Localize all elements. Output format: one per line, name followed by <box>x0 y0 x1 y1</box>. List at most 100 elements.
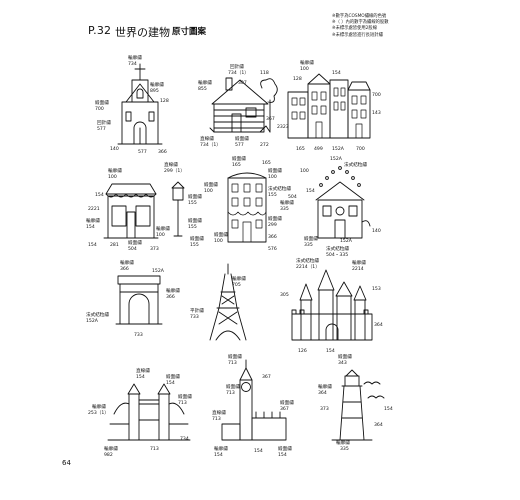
stitch-label: 364 <box>318 390 327 396</box>
stitch-label: 367 <box>262 374 271 380</box>
stitch-label: 153 <box>372 286 381 292</box>
stitch-label: 直線繡 <box>164 161 178 168</box>
stitch-label: 154 <box>332 70 341 76</box>
stitch-label: 281 <box>110 242 119 248</box>
legend-line: ※未標示處皆進行長短針繡 <box>332 32 383 38</box>
stitch-label: 輪廓繡 <box>300 59 314 66</box>
stitch-label: 504・335 <box>326 252 348 258</box>
stitch-label: 100 <box>108 174 117 180</box>
stitch-label: 152A <box>152 268 165 274</box>
legend-line: ※未標示處皆使用2股線 <box>332 26 378 32</box>
stitch-label: 法式結粒繡 <box>268 185 291 192</box>
stitch-label: 輪廓繡 <box>104 445 118 452</box>
stitch-label: 100 <box>156 232 165 238</box>
stitch-label: 713 <box>178 400 187 406</box>
church-pattern <box>117 63 163 145</box>
stitch-label: 輪廓繡 <box>198 79 212 86</box>
legend-line: ※（ ）內的數字為繡線的股數 <box>332 20 389 26</box>
stitch-label: 100 <box>268 174 277 180</box>
hotel-pattern <box>227 172 267 243</box>
stitch-label: 154 <box>254 448 263 454</box>
stitch-label: 2323 <box>277 124 289 130</box>
stitch-label: 577 <box>235 142 244 148</box>
page-subtitle: 原寸圖案 <box>172 27 207 37</box>
stitch-label: 輪廓繡 <box>92 403 106 410</box>
stitch-label: 272 <box>260 142 269 148</box>
page-title: 世界の建物 <box>115 26 170 39</box>
stitch-label: 2221 <box>88 206 100 212</box>
stitch-label: 734（1） <box>200 142 221 148</box>
stitch-label: 982 <box>104 452 113 458</box>
stitch-label: 734 <box>128 61 137 67</box>
stitch-label: 165 <box>296 146 305 152</box>
stitch-label: 253（1） <box>88 410 109 416</box>
stitch-label: 152A <box>332 146 345 152</box>
stitch-label: 154 <box>88 242 97 248</box>
stitch-label: 343 <box>338 360 347 366</box>
stitch-label: 128 <box>160 98 169 104</box>
stitch-label: 緞面繡 <box>226 383 240 390</box>
stitch-label: 155 <box>188 224 197 230</box>
stitch-label: 154 <box>306 188 315 194</box>
stitch-label: 577 <box>97 126 106 132</box>
stitch-label: 緞面繡 <box>128 239 142 246</box>
stitch-label: 輪廓繡 <box>352 259 366 266</box>
stitch-label: 154 <box>214 452 223 458</box>
stitch-label: 373 <box>320 406 329 412</box>
stitch-label: 輪廓繡 <box>318 383 332 390</box>
stitch-labels: 輪廓繡 734 輪廓繡 895 緞面繡 700 128 回針繡 577 140 … <box>86 54 393 458</box>
stitch-label: 154 <box>384 406 393 412</box>
stitch-label: 2214（1） <box>296 264 320 270</box>
stitch-label: 輪廓繡 <box>232 275 246 282</box>
stitch-label: 299（1） <box>164 168 185 174</box>
stitch-label: 緞面繡 <box>178 393 192 400</box>
eiffel-pattern <box>209 263 247 341</box>
stitch-label: 2214 <box>352 266 364 272</box>
arch-pattern <box>115 275 163 325</box>
stitch-label: 155 <box>268 192 277 198</box>
stitch-label: 118 <box>260 70 269 76</box>
stitch-legend: ※數字為COSMO繡線的色號 ※（ ）內的數字為繡線的股數 ※未標示處皆使用2股… <box>332 14 389 39</box>
stitch-label: 法式結粒繡 <box>326 245 349 252</box>
stitch-label: 緞面繡 <box>235 135 249 142</box>
stitch-label: 緞面繡 <box>338 353 352 360</box>
stitch-label: 直線繡 <box>212 409 226 416</box>
stitch-label: 法式結粒繡 <box>344 161 367 168</box>
page-number: 64 <box>62 459 71 467</box>
stitch-label: 法式結粒繡 <box>86 311 109 318</box>
stitch-label: 直線繡 <box>200 135 214 142</box>
stitch-label: 713 <box>212 416 221 422</box>
castle-pattern <box>291 269 373 341</box>
stitch-label: 733 <box>190 314 199 320</box>
stitch-label: 734 <box>180 436 189 442</box>
stitch-label: 100 <box>214 238 223 244</box>
stitch-label: 366 <box>166 294 175 300</box>
stitch-label: 128 <box>293 76 302 82</box>
stitch-label: 895 <box>150 88 159 94</box>
stitch-label: 152A <box>330 156 343 162</box>
stitch-label: 366 <box>120 266 129 272</box>
stitch-label: 367 <box>266 116 275 122</box>
stitch-label: 回針繡 <box>97 119 111 126</box>
stitch-label: 緞面繡 <box>268 215 282 222</box>
stitch-label: 緞面繡 <box>278 445 292 452</box>
stitch-label: 700 <box>372 92 381 98</box>
stitch-label: 輪廓繡 <box>280 199 294 206</box>
stitch-label: 364 <box>374 322 383 328</box>
stitch-label: 165 <box>262 160 271 166</box>
stitch-label: 154 <box>136 374 145 380</box>
stitch-label: 緞面繡 <box>232 155 246 162</box>
stitch-label: 輪廓繡 <box>166 287 180 294</box>
stitch-label: 輪廓繡 <box>156 225 170 232</box>
tower-bridge-pattern <box>107 383 191 441</box>
stitch-label: 504 <box>128 246 137 252</box>
wreath-house-pattern <box>315 166 371 239</box>
stitch-label: 緞面繡 <box>204 181 218 188</box>
stitch-label: 輪廓繡 <box>108 167 122 174</box>
stitch-label: 緞面繡 <box>228 353 242 360</box>
stitch-label: 緞面繡 <box>188 193 202 200</box>
cottage-pattern <box>209 77 278 133</box>
stitch-label: 平針繡 <box>190 307 204 314</box>
stitch-label: 140 <box>110 146 119 152</box>
stitch-label: 364 <box>374 422 383 428</box>
